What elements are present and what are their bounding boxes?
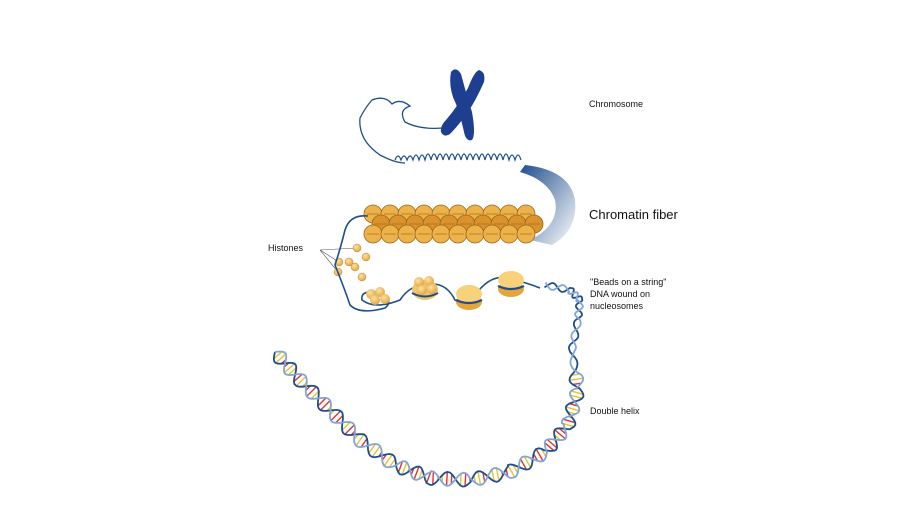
base-pair — [464, 473, 467, 487]
chromosome-icon — [440, 69, 485, 141]
base-pair — [306, 386, 317, 397]
base-pair — [546, 438, 558, 449]
base-pair — [569, 394, 583, 400]
base-pair — [459, 473, 462, 486]
base-pair — [569, 377, 584, 381]
base-pair — [425, 471, 432, 484]
base-pair — [397, 461, 404, 473]
base-pair — [310, 390, 320, 400]
base-pair — [383, 454, 393, 467]
base-pair — [360, 438, 368, 448]
base-pair — [491, 469, 495, 482]
label-beads-line3: nucleosomes — [590, 301, 644, 311]
base-pair — [477, 471, 482, 486]
base-pair — [283, 363, 295, 374]
nucleosomes — [366, 271, 525, 310]
base-pair — [275, 353, 287, 364]
base-pair — [570, 390, 584, 396]
base-pair — [512, 464, 519, 474]
nucleosome-disc-1 — [455, 285, 483, 310]
base-pair — [293, 373, 303, 383]
coiled-chromatin-loops — [394, 153, 522, 163]
base-pair — [554, 429, 566, 440]
label-chromatin-fiber: Chromatin fiber — [589, 207, 678, 222]
base-pair — [523, 456, 532, 468]
base-pair — [317, 397, 327, 407]
base-pair — [445, 471, 448, 486]
label-histones: Histones — [268, 243, 304, 253]
base-pair — [418, 469, 423, 480]
label-chromosome: Chromosome — [589, 99, 644, 109]
chromatin-fiber — [363, 204, 544, 244]
base-pair — [401, 462, 408, 475]
base-pair — [544, 442, 555, 452]
base-pair — [355, 433, 365, 447]
zoom-fan — [520, 165, 576, 245]
backbone-strand-2 — [274, 282, 585, 487]
base-pair — [569, 402, 579, 407]
base-pair — [320, 400, 331, 411]
nucleosome-open — [366, 287, 390, 305]
base-pair — [565, 406, 580, 412]
base-pair — [273, 351, 283, 360]
base-pair — [519, 458, 528, 470]
label-double-helix: Double helix — [590, 406, 640, 416]
base-pair — [341, 421, 351, 431]
label-beads-on-string: "Beads on a string" DNA wound on nucleos… — [590, 276, 666, 312]
base-pair — [432, 471, 435, 485]
base-pair — [295, 375, 307, 387]
base-pair — [413, 466, 420, 480]
base-pair — [535, 448, 544, 462]
base-pair — [482, 472, 486, 483]
nucleosome-disc-2 — [497, 271, 525, 297]
base-pair — [562, 418, 576, 424]
dna-thread-upper — [359, 97, 444, 164]
base-pair — [571, 373, 581, 376]
base-pair — [368, 443, 377, 454]
base-pair — [495, 467, 500, 482]
base-pair — [371, 445, 381, 458]
nucleosome-octamer — [411, 276, 439, 300]
base-pair — [507, 464, 516, 478]
label-beads-line1: "Beads on a string" — [590, 277, 667, 287]
double-helix — [272, 282, 585, 488]
base-pair — [287, 367, 297, 376]
base-pair — [388, 458, 396, 468]
histones-group — [319, 243, 371, 282]
backbone-strand-1 — [272, 282, 585, 488]
base-pair — [335, 415, 344, 424]
base-pair — [344, 424, 355, 435]
base-pair — [330, 410, 342, 422]
label-beads-line2: DNA wound on — [590, 289, 651, 299]
